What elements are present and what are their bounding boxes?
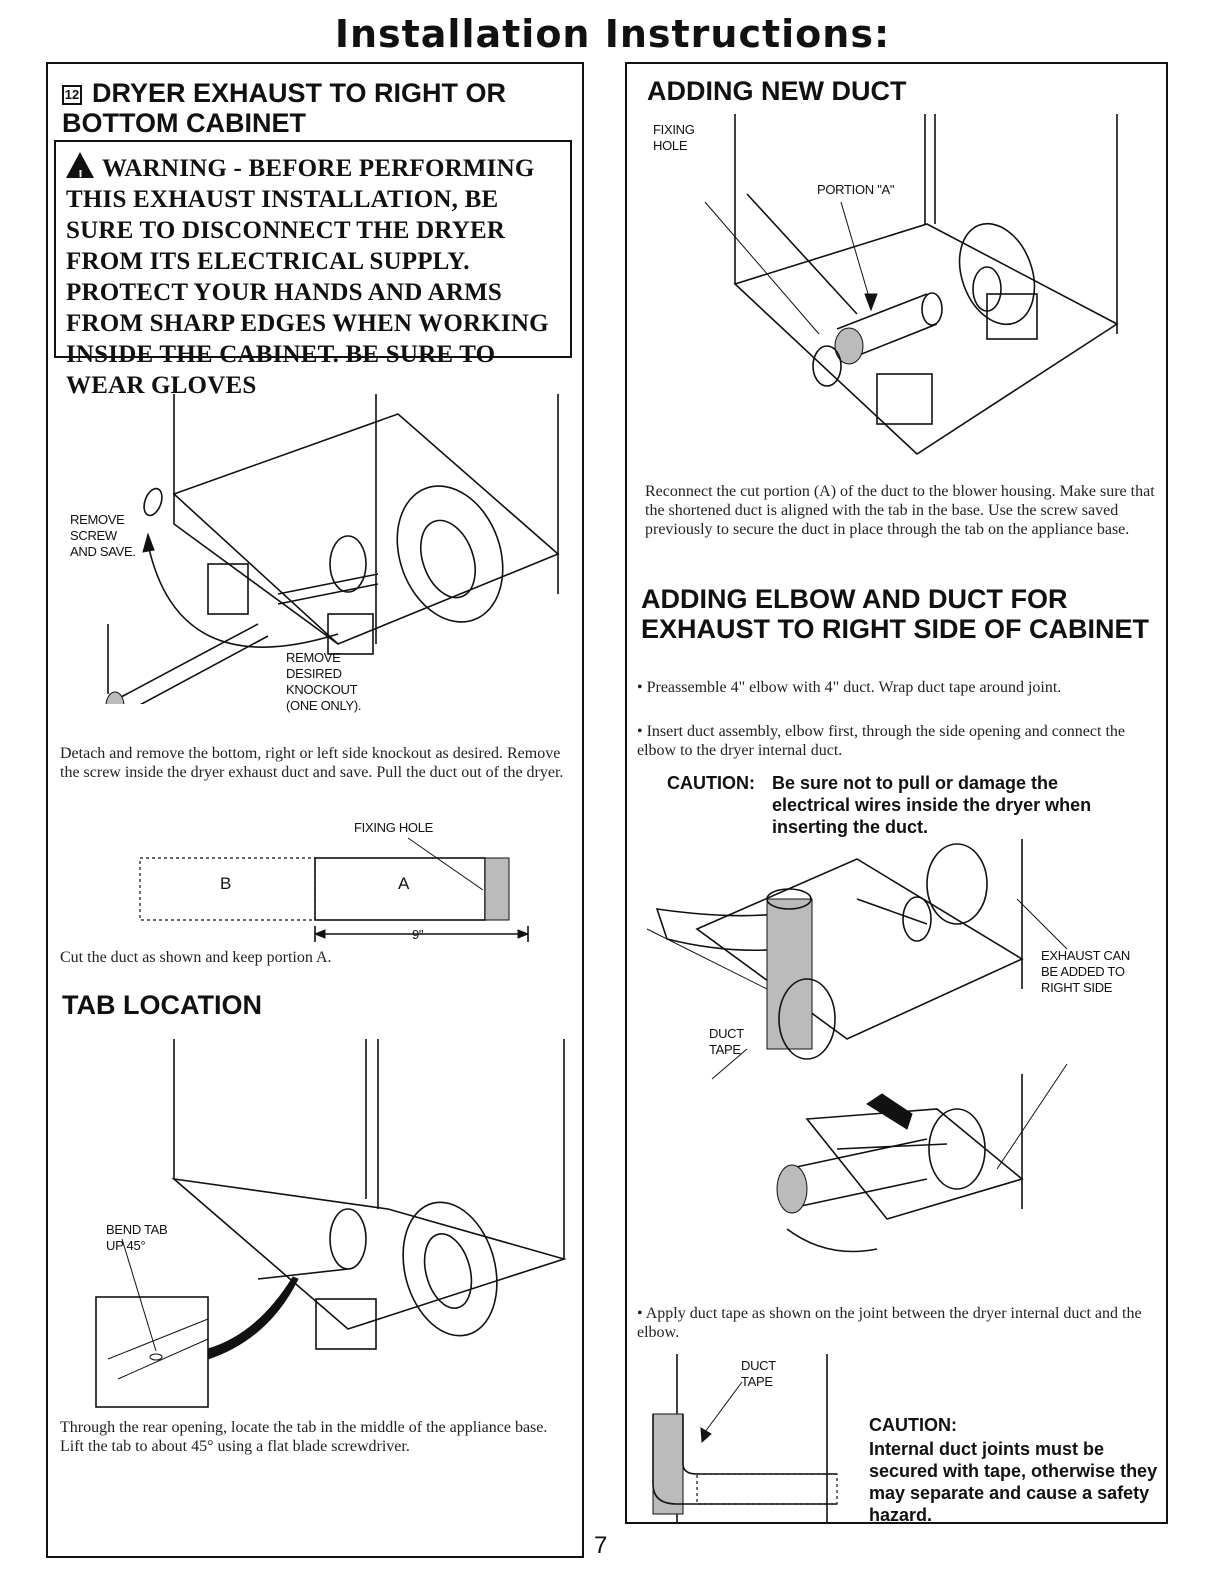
reconnect-paragraph: Reconnect the cut portion (A) of the duc… [645, 483, 1155, 538]
warning-box: ! WARNING - BEFORE PERFORMING THIS EXHAU… [54, 140, 572, 399]
knockout-label-line: DESIRED [286, 666, 342, 681]
screw-label-line: AND SAVE. [70, 544, 136, 559]
exhaust-side-label-line: BE ADDED TO [1041, 964, 1125, 979]
bullet-apply-tape: • Apply duct tape as shown on the joint … [637, 1305, 1142, 1341]
step-number: 12 [62, 85, 82, 105]
fixing-hole-fig-label-line: HOLE [653, 138, 688, 153]
tab-location-illustration [95, 1039, 567, 1408]
bend-tab-label-line: BEND TAB [106, 1222, 168, 1237]
page-title: Installation Instructions: [334, 12, 891, 56]
right-column: ADDING NEW DUCT FIXING HOLE PORTION "A" … [625, 62, 1168, 1525]
bend-tab-label-line: UP 45° [106, 1238, 146, 1253]
adding-elbow-heading: ADDING ELBOW AND DUCT FOR EXHAUST TO RIG… [641, 584, 1150, 644]
screw-label-line: SCREW [70, 528, 117, 543]
knockout-label-line: (ONE ONLY). [286, 698, 362, 713]
screw-label: REMOVE SCREW AND SAVE. [70, 512, 136, 560]
exhaust-side-label-line: RIGHT SIDE [1041, 980, 1113, 995]
page-number: 7 [594, 1532, 608, 1559]
exhaust-side-label-line: EXHAUST CAN [1041, 948, 1130, 963]
warning-icon: ! [66, 152, 94, 184]
duct-tape-label-2-line: TAPE [741, 1374, 773, 1389]
cut-duct-paragraph: Cut the duct as shown and keep portion A… [60, 949, 332, 966]
bend-tab-label: BEND TAB UP 45° [106, 1222, 168, 1254]
adding-new-duct-heading: ADDING NEW DUCT [647, 76, 907, 106]
knockout-label-line: KNOCKOUT [286, 682, 358, 697]
caution1-text: Be sure not to pull or damage the electr… [772, 773, 1092, 837]
duct-tape-label-2-line: DUCT [741, 1358, 776, 1373]
new-duct-illustration [704, 114, 1119, 456]
fixing-hole-fig-label: FIXING HOLE [653, 122, 695, 154]
duct-tape-label-line: TAPE [709, 1042, 741, 1057]
caution2-label: CAUTION: [869, 1415, 957, 1435]
duct-section-a: A [398, 874, 410, 893]
duct-tape-label-2: DUCT TAPE [741, 1358, 776, 1390]
duct-tape-label: DUCT TAPE [709, 1026, 744, 1058]
tab-location-heading: TAB LOCATION [62, 990, 262, 1020]
caution2-text: Internal duct joints must be secured wit… [869, 1439, 1158, 1525]
duct-length: 9" [412, 927, 424, 942]
knockout-paragraph: Detach and remove the bottom, right or l… [60, 745, 564, 781]
duct-cut-diagram [139, 837, 530, 942]
left-heading-text: DRYER EXHAUST TO RIGHT OR BOTTOM CABINET [62, 78, 507, 138]
warning-text: WARNING - BEFORE PERFORMING THIS EXHAUST… [66, 155, 549, 399]
bullet-insert: • Insert duct assembly, elbow first, thr… [637, 723, 1125, 759]
duct-tape-label-line: DUCT [709, 1026, 744, 1041]
duct-section-b: B [220, 874, 232, 893]
knockout-label-line: REMOVE [286, 650, 341, 665]
bullet-preassemble: • Preassemble 4" elbow with 4" duct. Wra… [637, 679, 1062, 696]
caution1-label: CAUTION: [667, 773, 755, 793]
fixing-hole-fig-label-line: FIXING [653, 122, 695, 137]
duct-joint-illustration [652, 1354, 838, 1524]
knockout-label: REMOVE DESIRED KNOCKOUT (ONE ONLY). [286, 650, 362, 714]
elbow-insert-illustration [646, 839, 1068, 1253]
screw-label-line: REMOVE [70, 512, 125, 527]
fixing-hole-label: FIXING HOLE [354, 820, 434, 835]
warning-icon-glyph: ! [78, 167, 84, 184]
dryer-knockout-illustration [105, 394, 560, 704]
portion-a-label: PORTION "A" [817, 182, 895, 197]
exhaust-side-label: EXHAUST CAN BE ADDED TO RIGHT SIDE [1041, 948, 1130, 996]
tab-paragraph: Through the rear opening, locate the tab… [60, 1419, 548, 1455]
